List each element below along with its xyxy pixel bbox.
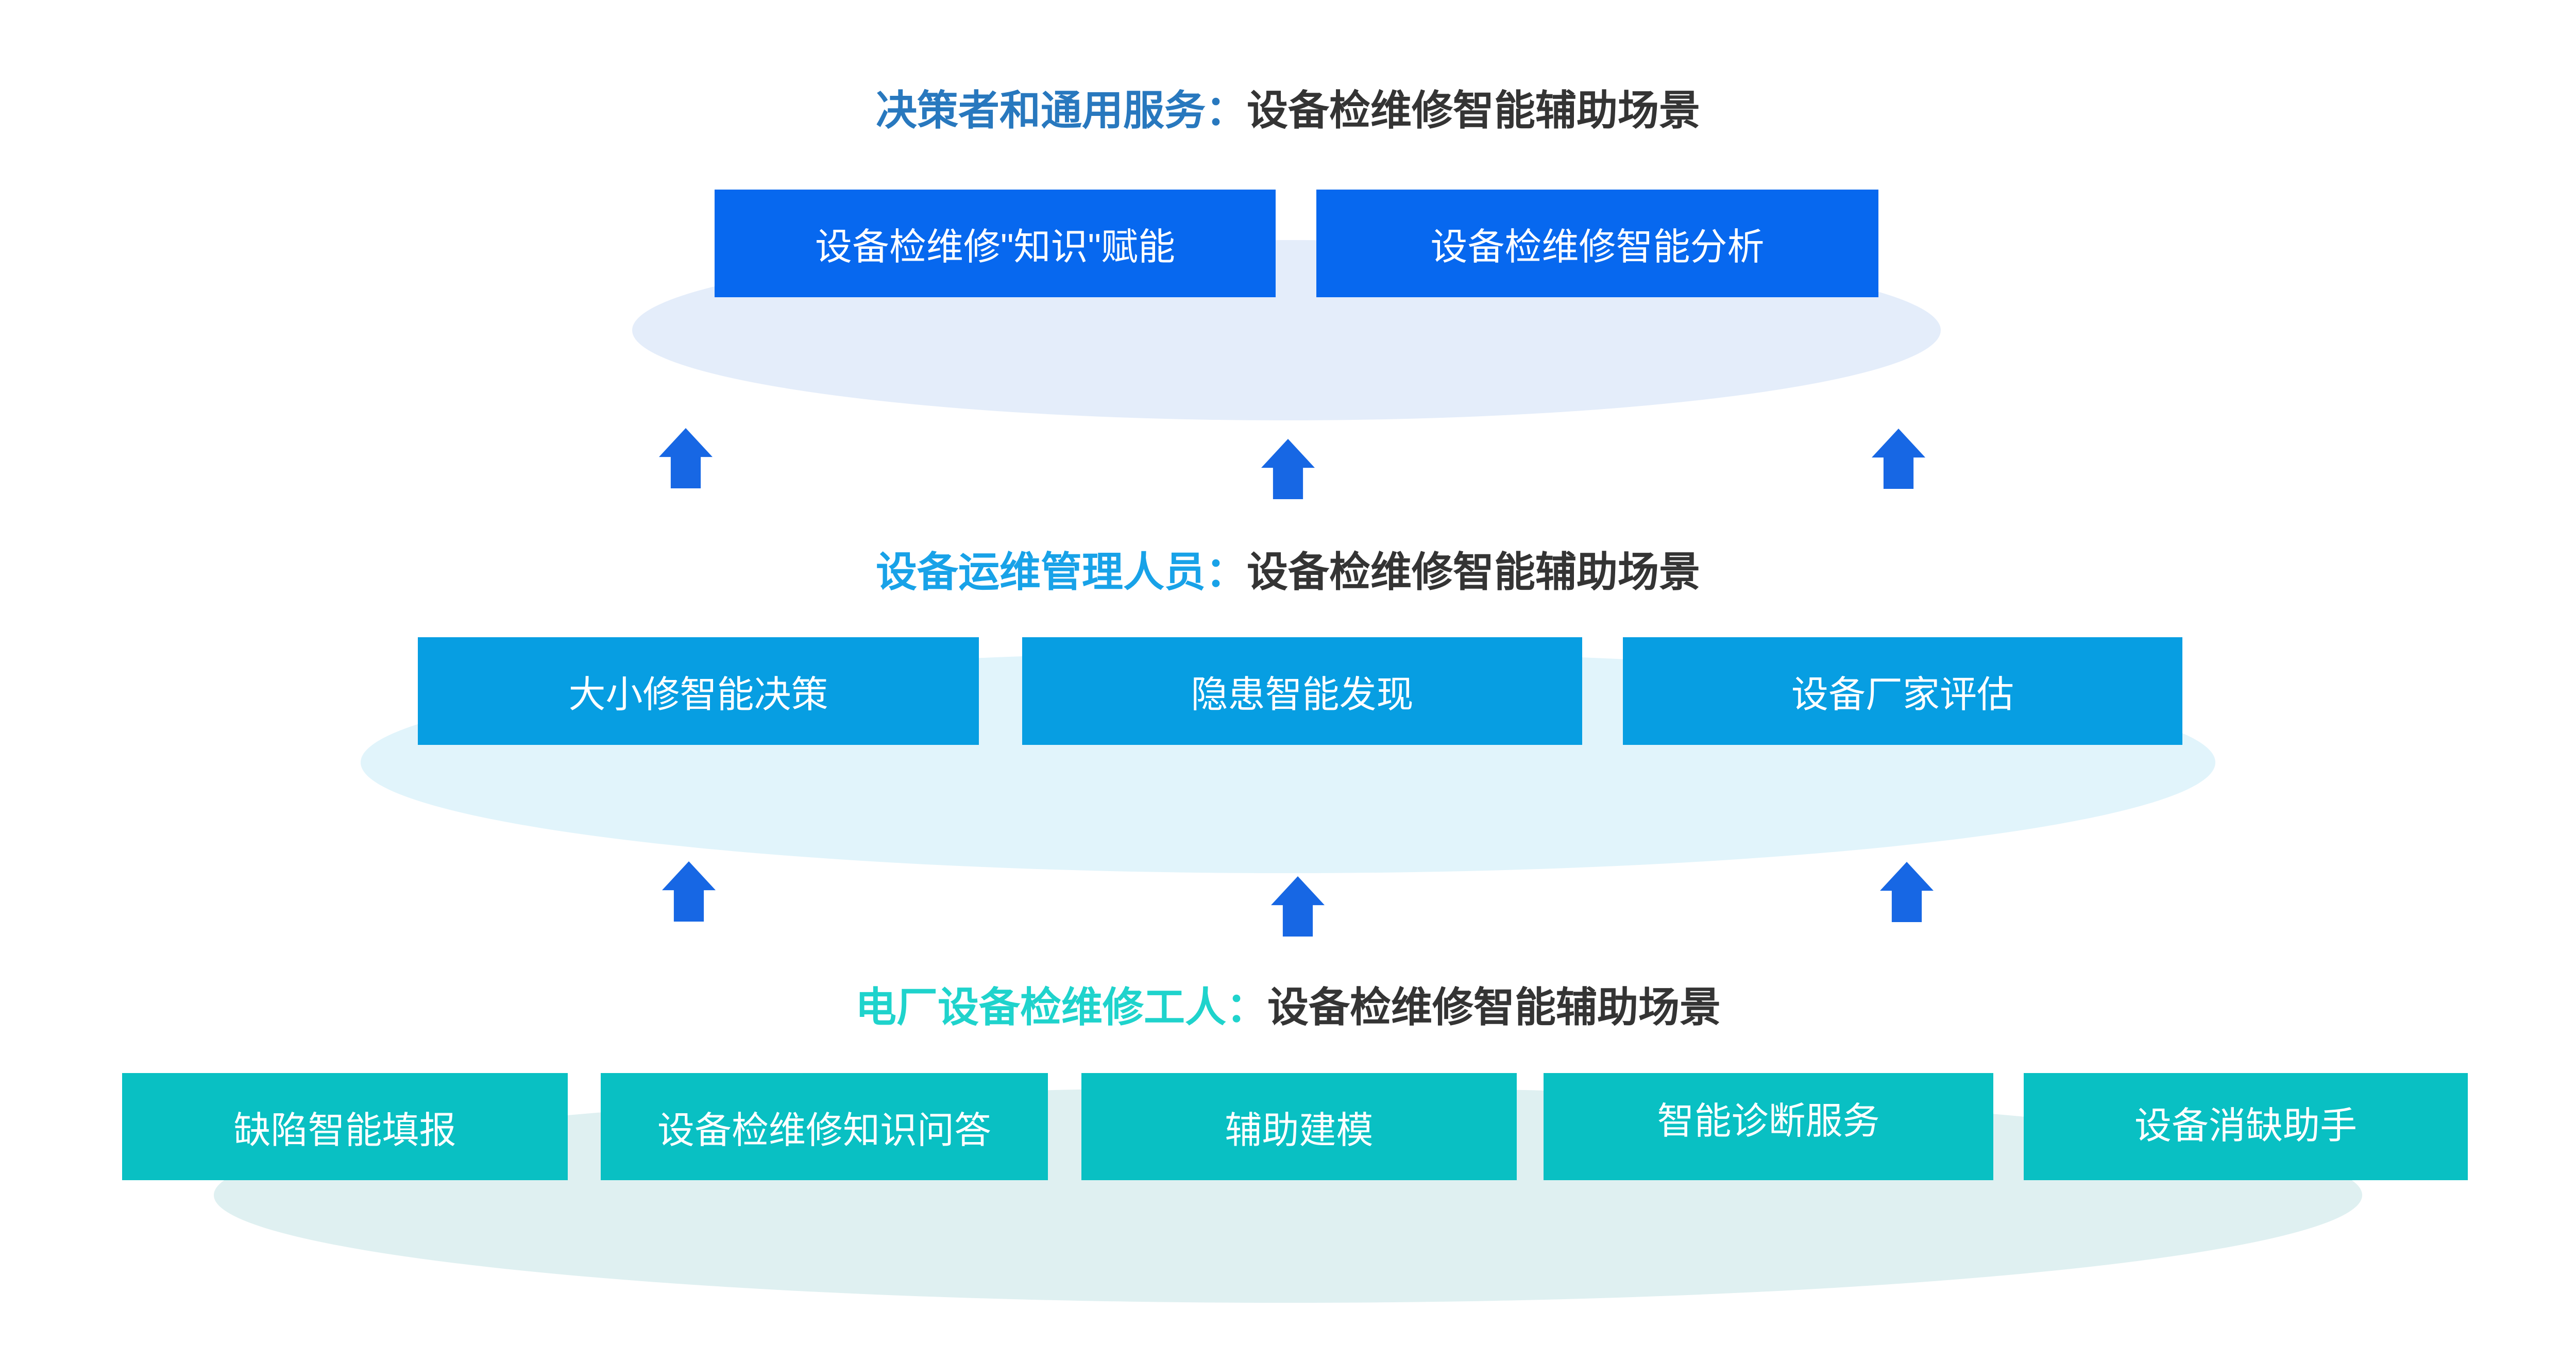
node-label: 隐患智能发现 [1191, 674, 1414, 716]
node-intelligent-analysis: 设备检维修智能分析 [1316, 190, 1878, 297]
node-label: 设备消缺助手 [2134, 1105, 2357, 1147]
node-vendor-evaluation: 设备厂家评估 [1623, 637, 2182, 745]
tier3-title-highlight: 电厂设备检维修工人： [855, 984, 1267, 1030]
node-defect-elimination-assistant: 设备消缺助手 [2024, 1073, 2468, 1180]
node-label: 辅助建模 [1225, 1110, 1374, 1151]
tier2-title: 设备运维管理人员：设备检维修智能辅助场景 [0, 552, 2576, 593]
up-arrow-icon [662, 861, 716, 922]
up-arrow-icon [1271, 876, 1325, 937]
node-overhaul-decision: 大小修智能决策 [418, 637, 979, 745]
node-defect-reporting: 缺陷智能填报 [122, 1073, 568, 1180]
node-assisted-modeling: 辅助建模 [1081, 1073, 1517, 1180]
node-label: 设备检维修智能分析 [1430, 227, 1765, 268]
node-label: 设备检维修"知识"赋能 [815, 227, 1176, 268]
up-arrow-icon [659, 428, 713, 488]
node-knowledge-qa: 设备检维修知识问答 [601, 1073, 1048, 1180]
node-label: 大小修智能决策 [568, 674, 828, 716]
tier3-title: 电厂设备检维修工人：设备检维修智能辅助场景 [0, 987, 2576, 1028]
tier2-title-highlight: 设备运维管理人员： [876, 549, 1247, 595]
tier1-title: 决策者和通用服务：设备检维修智能辅助场景 [0, 90, 2576, 131]
up-arrow-icon [1872, 429, 1925, 489]
node-label: 设备检维修知识问答 [657, 1110, 991, 1151]
node-hazard-discovery: 隐患智能发现 [1022, 637, 1582, 745]
tier1-title-highlight: 决策者和通用服务： [876, 88, 1247, 133]
node-label: 缺陷智能填报 [233, 1110, 456, 1151]
tier2-title-rest: 设备检维修智能辅助场景 [1247, 549, 1700, 595]
up-arrow-icon [1261, 439, 1315, 499]
node-label: 设备厂家评估 [1791, 674, 2014, 716]
up-arrow-icon [1880, 862, 1934, 922]
tier3-title-rest: 设备检维修智能辅助场景 [1267, 984, 1721, 1030]
tier1-title-rest: 设备检维修智能辅助场景 [1247, 88, 1700, 133]
node-label: 智能诊断服务 [1657, 1100, 1880, 1142]
node-knowledge-empowerment: 设备检维修"知识"赋能 [715, 190, 1276, 297]
node-intelligent-diagnosis: 智能诊断服务 [1544, 1073, 1993, 1180]
